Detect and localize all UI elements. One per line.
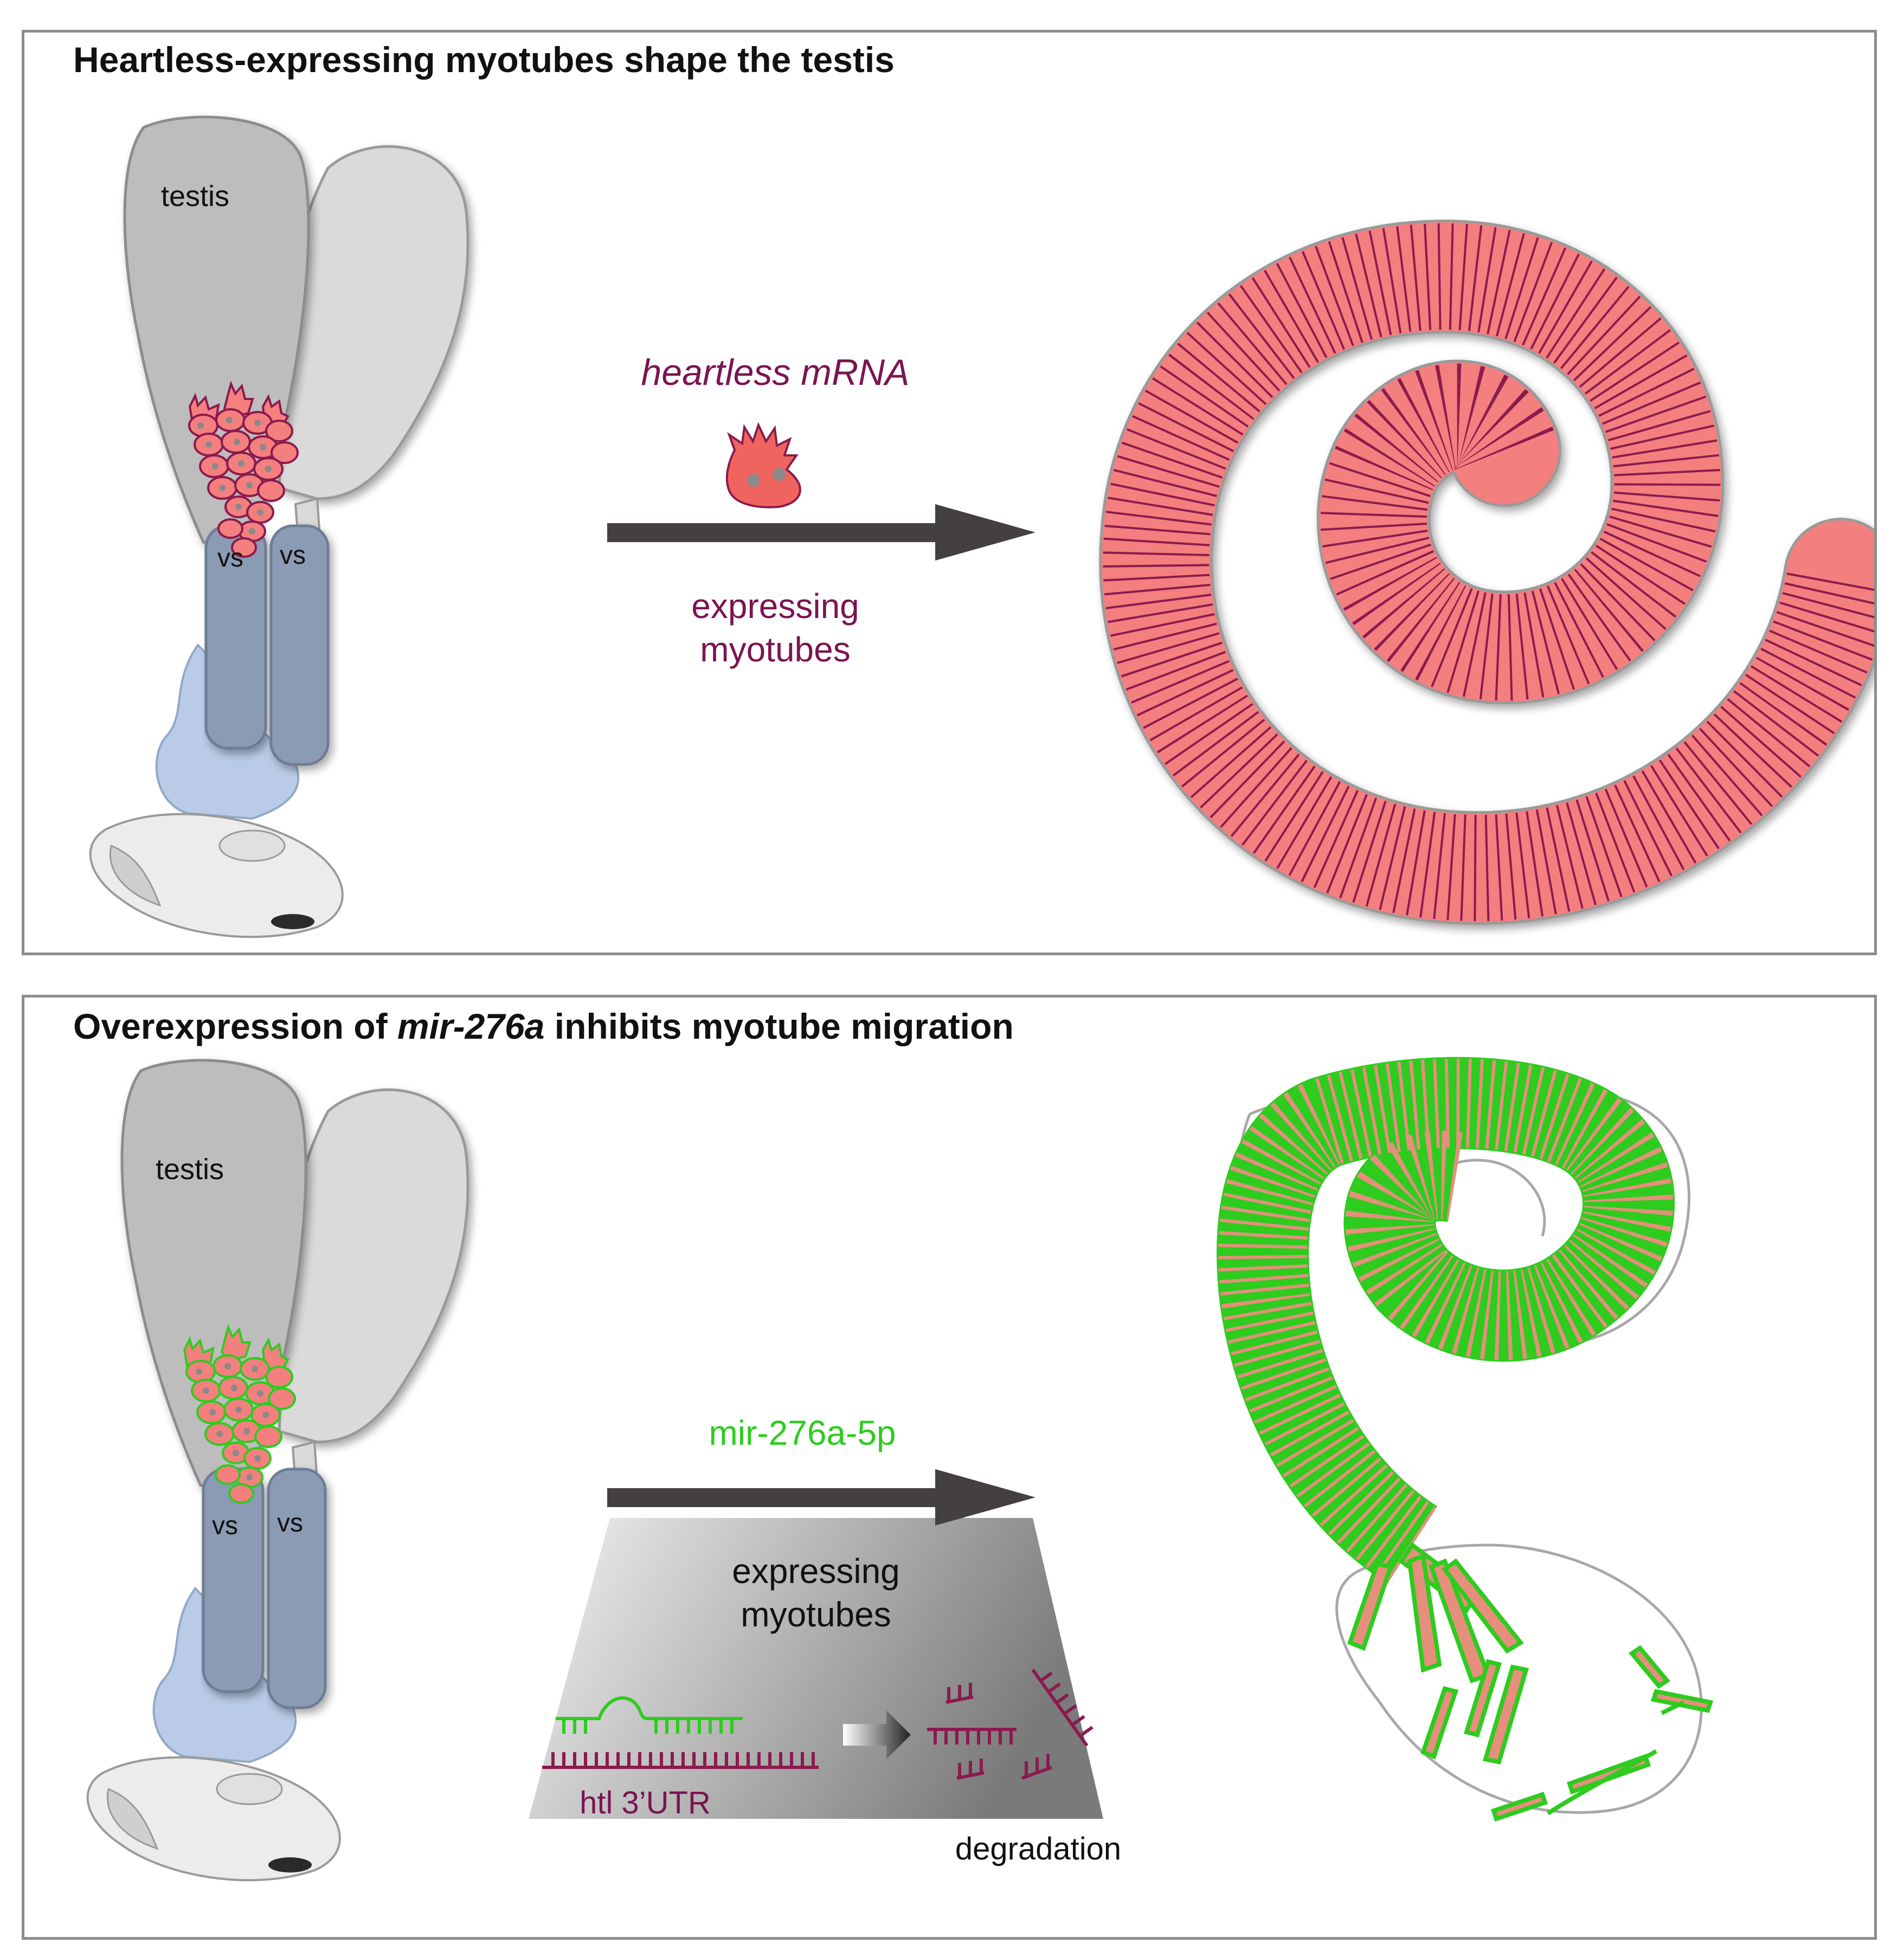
degraded-fragments <box>927 1669 1093 1780</box>
bottom-title-after: inhibits myotube migration <box>544 1006 1014 1046</box>
testis-label: testis <box>161 180 229 213</box>
heartless-mrna-label: heartless mRNA <box>641 352 909 393</box>
spiral-testis-top <box>1099 219 1874 925</box>
myotubes-label-top: myotubes <box>700 630 850 669</box>
vs-label-left-bottom: vs <box>212 1511 238 1540</box>
mirna-strand <box>556 1696 743 1734</box>
vs-label-left: vs <box>217 544 243 572</box>
bottom-title-italic: mir-276a <box>397 1006 545 1046</box>
vas-deferens-right <box>269 524 330 766</box>
main-arrow-top <box>607 504 1035 561</box>
myotubes-label-bottom: myotubes <box>741 1595 891 1634</box>
htl-utr-mrna <box>542 1752 819 1769</box>
utr-label: htl 3’UTR <box>580 1785 711 1820</box>
top-panel: Heartless-expressing myotubes shape the … <box>22 30 1877 955</box>
vs-label-right-bottom: vs <box>277 1509 303 1537</box>
myotube-cluster-bottom <box>183 1324 296 1504</box>
degradation-label: degradation <box>955 1831 1121 1867</box>
expressing-label-top: expressing <box>691 587 859 626</box>
myotube-cell-icon <box>725 422 801 509</box>
disrupted-testis-bottom <box>1217 1057 1714 1822</box>
bottom-panel-title: Overexpression of mir-276a inhibits myot… <box>73 1006 1014 1047</box>
expressing-label-bottom: expressing <box>732 1552 900 1591</box>
reproductive-tract-bottom: testis vs vs <box>86 1059 469 1882</box>
bottom-panel: Overexpression of mir-276a inhibits myot… <box>22 995 1877 1940</box>
top-panel-title: Heartless-expressing myotubes shape the … <box>73 40 895 80</box>
main-arrow-bottom <box>607 1469 1035 1526</box>
vs-label-right: vs <box>280 541 306 570</box>
bottom-title-before: Overexpression of <box>73 1006 397 1046</box>
mirna-label: mir-276a-5p <box>709 1413 896 1452</box>
testis-label-bottom: testis <box>156 1153 224 1186</box>
bottom-illustration: testis vs vs mir-276a-5p expressing myot… <box>86 1057 1714 1882</box>
reproductive-tract-top: testis vs vs <box>89 115 469 938</box>
gradient-trapezoid <box>529 1518 1103 1819</box>
myotube-cluster-top <box>188 381 299 558</box>
small-arrow <box>843 1710 911 1759</box>
top-illustration: testis vs vs heartless mRNA expressing m… <box>89 115 1874 938</box>
